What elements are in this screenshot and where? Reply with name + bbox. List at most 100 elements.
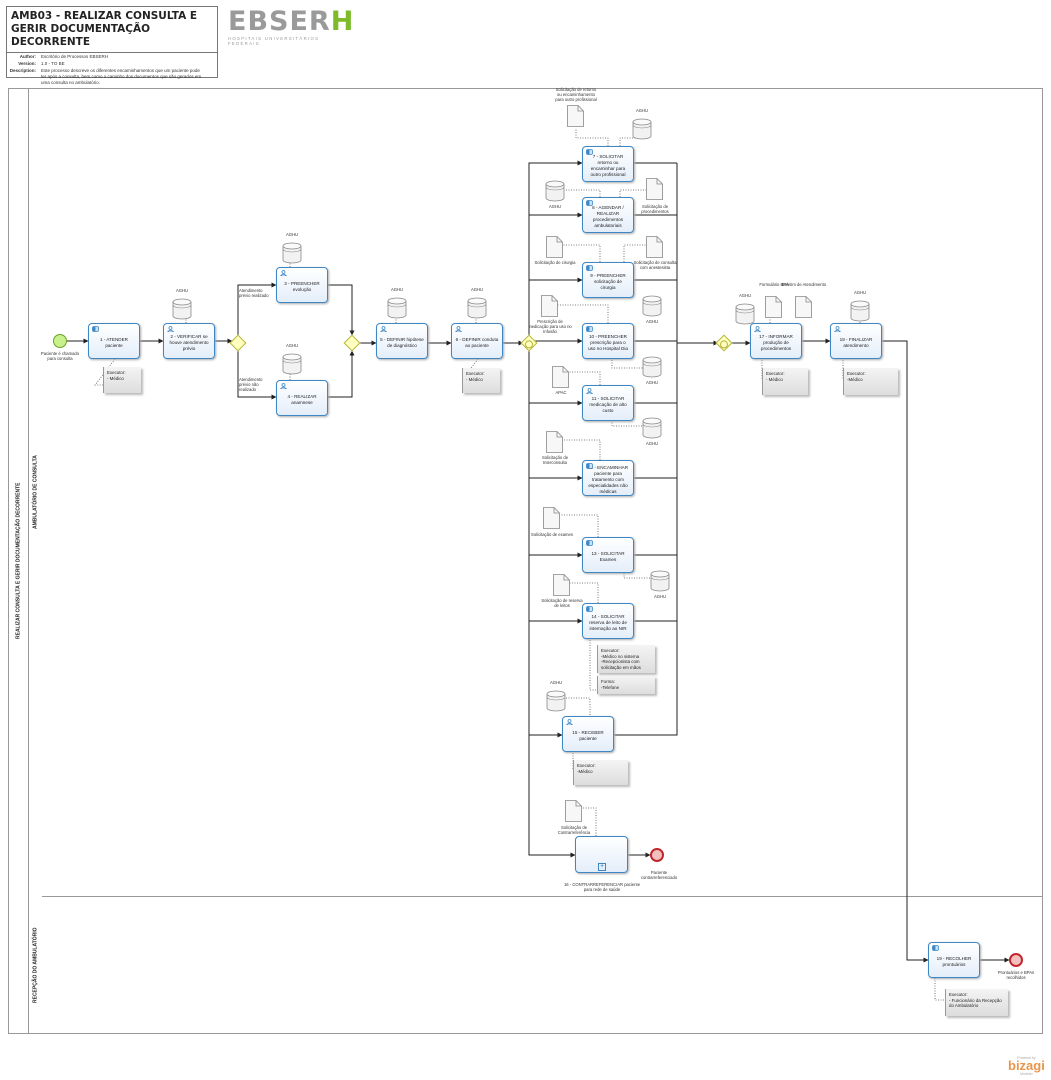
service-task-icon bbox=[932, 945, 939, 951]
database-icon bbox=[642, 356, 662, 378]
task-t7[interactable]: 7 - SOLICITAR retorno ou encaminhar para… bbox=[582, 146, 634, 182]
task-t12[interactable]: 12 - ENCAMINHAR paciente para tratamento… bbox=[582, 460, 634, 496]
author-label: Author: bbox=[19, 54, 36, 59]
data-store-label: AGHU bbox=[645, 380, 659, 385]
database-icon bbox=[642, 417, 662, 439]
sequence-flow bbox=[327, 350, 355, 398]
task-t18[interactable]: 18 - FINALIZAR atendimento bbox=[830, 323, 882, 359]
task-label: 9 - PREENCHER solicitação de cirurgia bbox=[590, 273, 626, 290]
task-t16[interactable]: + bbox=[575, 836, 628, 873]
association-line bbox=[589, 640, 597, 691]
data-store-label: AGHU bbox=[738, 293, 752, 298]
task-t17[interactable]: 17 - INFORMAR produção de procedimentos bbox=[750, 323, 802, 359]
association-line bbox=[563, 697, 591, 720]
bizagi-brand: bizagi bbox=[1008, 1058, 1045, 1073]
task-label: 18 - FINALIZAR atendimento bbox=[839, 337, 873, 348]
version-label: Version: bbox=[18, 61, 36, 66]
annotation-a14b: Forma: -Telefone bbox=[597, 676, 655, 694]
document-icon bbox=[543, 507, 560, 529]
task-label: 17 - INFORMAR produção de procedimentos bbox=[759, 334, 793, 351]
task-label: 4 - REALIZAR anamnese bbox=[287, 394, 317, 405]
task-t11[interactable]: 11 - SOLICITAR medicação de alto custo bbox=[582, 385, 634, 421]
document-o12 bbox=[546, 431, 563, 453]
label-t16lbl: 16 - CONTRARREFERENCIAR paciente para re… bbox=[563, 882, 641, 892]
logo-main: EBSER bbox=[228, 6, 331, 37]
annotation-a1: Executor: - Médico bbox=[103, 367, 141, 393]
task-t2[interactable]: 2 - VERIFICAR se houve atendimento prévi… bbox=[163, 323, 215, 359]
subprocess-expand-icon[interactable]: + bbox=[598, 863, 606, 871]
document-icon bbox=[553, 574, 570, 596]
database-icon bbox=[387, 297, 407, 319]
data-store-label: AGHU bbox=[470, 287, 484, 292]
document-label: Solicitação de procedimentos bbox=[641, 204, 669, 214]
diagram-title: AMB03 - REALIZAR CONSULTA E GERIR DOCUME… bbox=[7, 7, 217, 53]
task-t15[interactable]: 15 - RECEBER paciente bbox=[562, 716, 614, 752]
data-store-label: AGHU bbox=[635, 108, 649, 113]
document-label: Prescrição de medicação para uso no Infu… bbox=[528, 319, 572, 334]
sequence-flow bbox=[614, 163, 678, 736]
document-o9b bbox=[646, 236, 663, 258]
logo-accent: H bbox=[330, 6, 355, 37]
annotation-a17: Executor: - Médico bbox=[762, 368, 808, 395]
task-t10[interactable]: 10 - PREENCHER prescrição para o uso no … bbox=[582, 323, 634, 359]
document-icon bbox=[552, 366, 569, 388]
association-line bbox=[576, 807, 597, 836]
task-t9[interactable]: 9 - PREENCHER solicitação de cirurgia bbox=[582, 262, 634, 298]
data-store-label: AGHU bbox=[285, 343, 299, 348]
task-t6[interactable]: 6 - DEFINIR conduta ao paciente bbox=[451, 323, 503, 359]
task-label: 11 - SOLICITAR medicação de alto custo bbox=[589, 396, 627, 413]
service-task-icon bbox=[586, 149, 593, 155]
service-task-icon bbox=[92, 326, 99, 332]
document-o8 bbox=[646, 178, 663, 200]
task-label: 5 - DEFINIR hipótese de diagnóstico bbox=[380, 337, 424, 348]
data-store-label: AGHU bbox=[549, 680, 563, 685]
ebserh-logo: EBSERH HOSPITAIS UNIVERSITÁRIOS FEDERAIS bbox=[228, 6, 355, 46]
task-label: 12 - ENCAMINHAR paciente para tratamento… bbox=[587, 465, 629, 494]
task-t19[interactable]: 19 - RECOLHER prontuários bbox=[928, 942, 980, 978]
task-label: 2 - VERIFICAR se houve atendimento prévi… bbox=[169, 334, 209, 351]
data-store-label: AGHU bbox=[175, 288, 189, 293]
task-t8[interactable]: 8 - AGENDAR / REALIZAR procedimentos amb… bbox=[582, 197, 634, 233]
task-label: 10 - PREENCHER prescrição para o uso no … bbox=[588, 334, 628, 351]
task-t1[interactable]: 1 - ATENDER paciente bbox=[88, 323, 140, 359]
service-task-icon bbox=[586, 200, 593, 206]
sequence-flow bbox=[882, 340, 929, 963]
association-line bbox=[623, 573, 656, 579]
service-task-icon bbox=[586, 265, 593, 271]
document-label: Solicitação de consulta com anestesista bbox=[633, 260, 677, 270]
data-store-d12 bbox=[642, 417, 662, 439]
document-label: Solicitação de retorno ou encaminhamento… bbox=[555, 87, 597, 102]
document-label: Solicitação de reserva de leitos bbox=[541, 598, 583, 608]
sequence-flow bbox=[528, 349, 576, 858]
label-end2: Prontuários e BPAs recolhidos bbox=[997, 970, 1035, 980]
association-line bbox=[611, 420, 648, 427]
database-icon bbox=[650, 570, 670, 592]
annotation-a18: Executor: -Médico bbox=[843, 368, 898, 395]
database-icon bbox=[467, 297, 487, 319]
association-line bbox=[934, 978, 945, 1001]
data-store-label: AGHU bbox=[548, 204, 562, 209]
task-label: 6 - DEFINIR conduta ao paciente bbox=[455, 337, 499, 348]
document-label: Formulário BPA bbox=[759, 282, 789, 287]
task-t3[interactable]: 3 - PREENCHER evolução bbox=[276, 267, 328, 303]
author-value: Escritório de Processos EBSERH bbox=[41, 54, 109, 59]
data-store-label: AGHU bbox=[853, 290, 867, 295]
task-t4[interactable]: 4 - REALIZAR anamnese bbox=[276, 380, 328, 416]
task-t14[interactable]: 14 - SOLICITAR reserva de leito de inter… bbox=[582, 603, 634, 639]
document-icon bbox=[795, 296, 812, 318]
task-t13[interactable]: 13 - SOLICITAR Exames bbox=[582, 537, 634, 573]
label-g1b: Atendimento prévio não realizado bbox=[239, 377, 263, 392]
data-store-label: AGHU bbox=[285, 232, 299, 237]
document-o7 bbox=[567, 105, 584, 127]
data-store-d2 bbox=[172, 298, 192, 320]
data-store-d10 bbox=[642, 295, 662, 317]
database-icon bbox=[172, 298, 192, 320]
document-o9a bbox=[546, 236, 563, 258]
user-task-icon bbox=[585, 388, 594, 395]
document-o10 bbox=[541, 295, 558, 317]
association-line bbox=[560, 189, 601, 197]
user-task-icon bbox=[565, 719, 574, 726]
document-o14 bbox=[553, 574, 570, 596]
task-t5[interactable]: 5 - DEFINIR hipótese de diagnóstico bbox=[376, 323, 428, 359]
